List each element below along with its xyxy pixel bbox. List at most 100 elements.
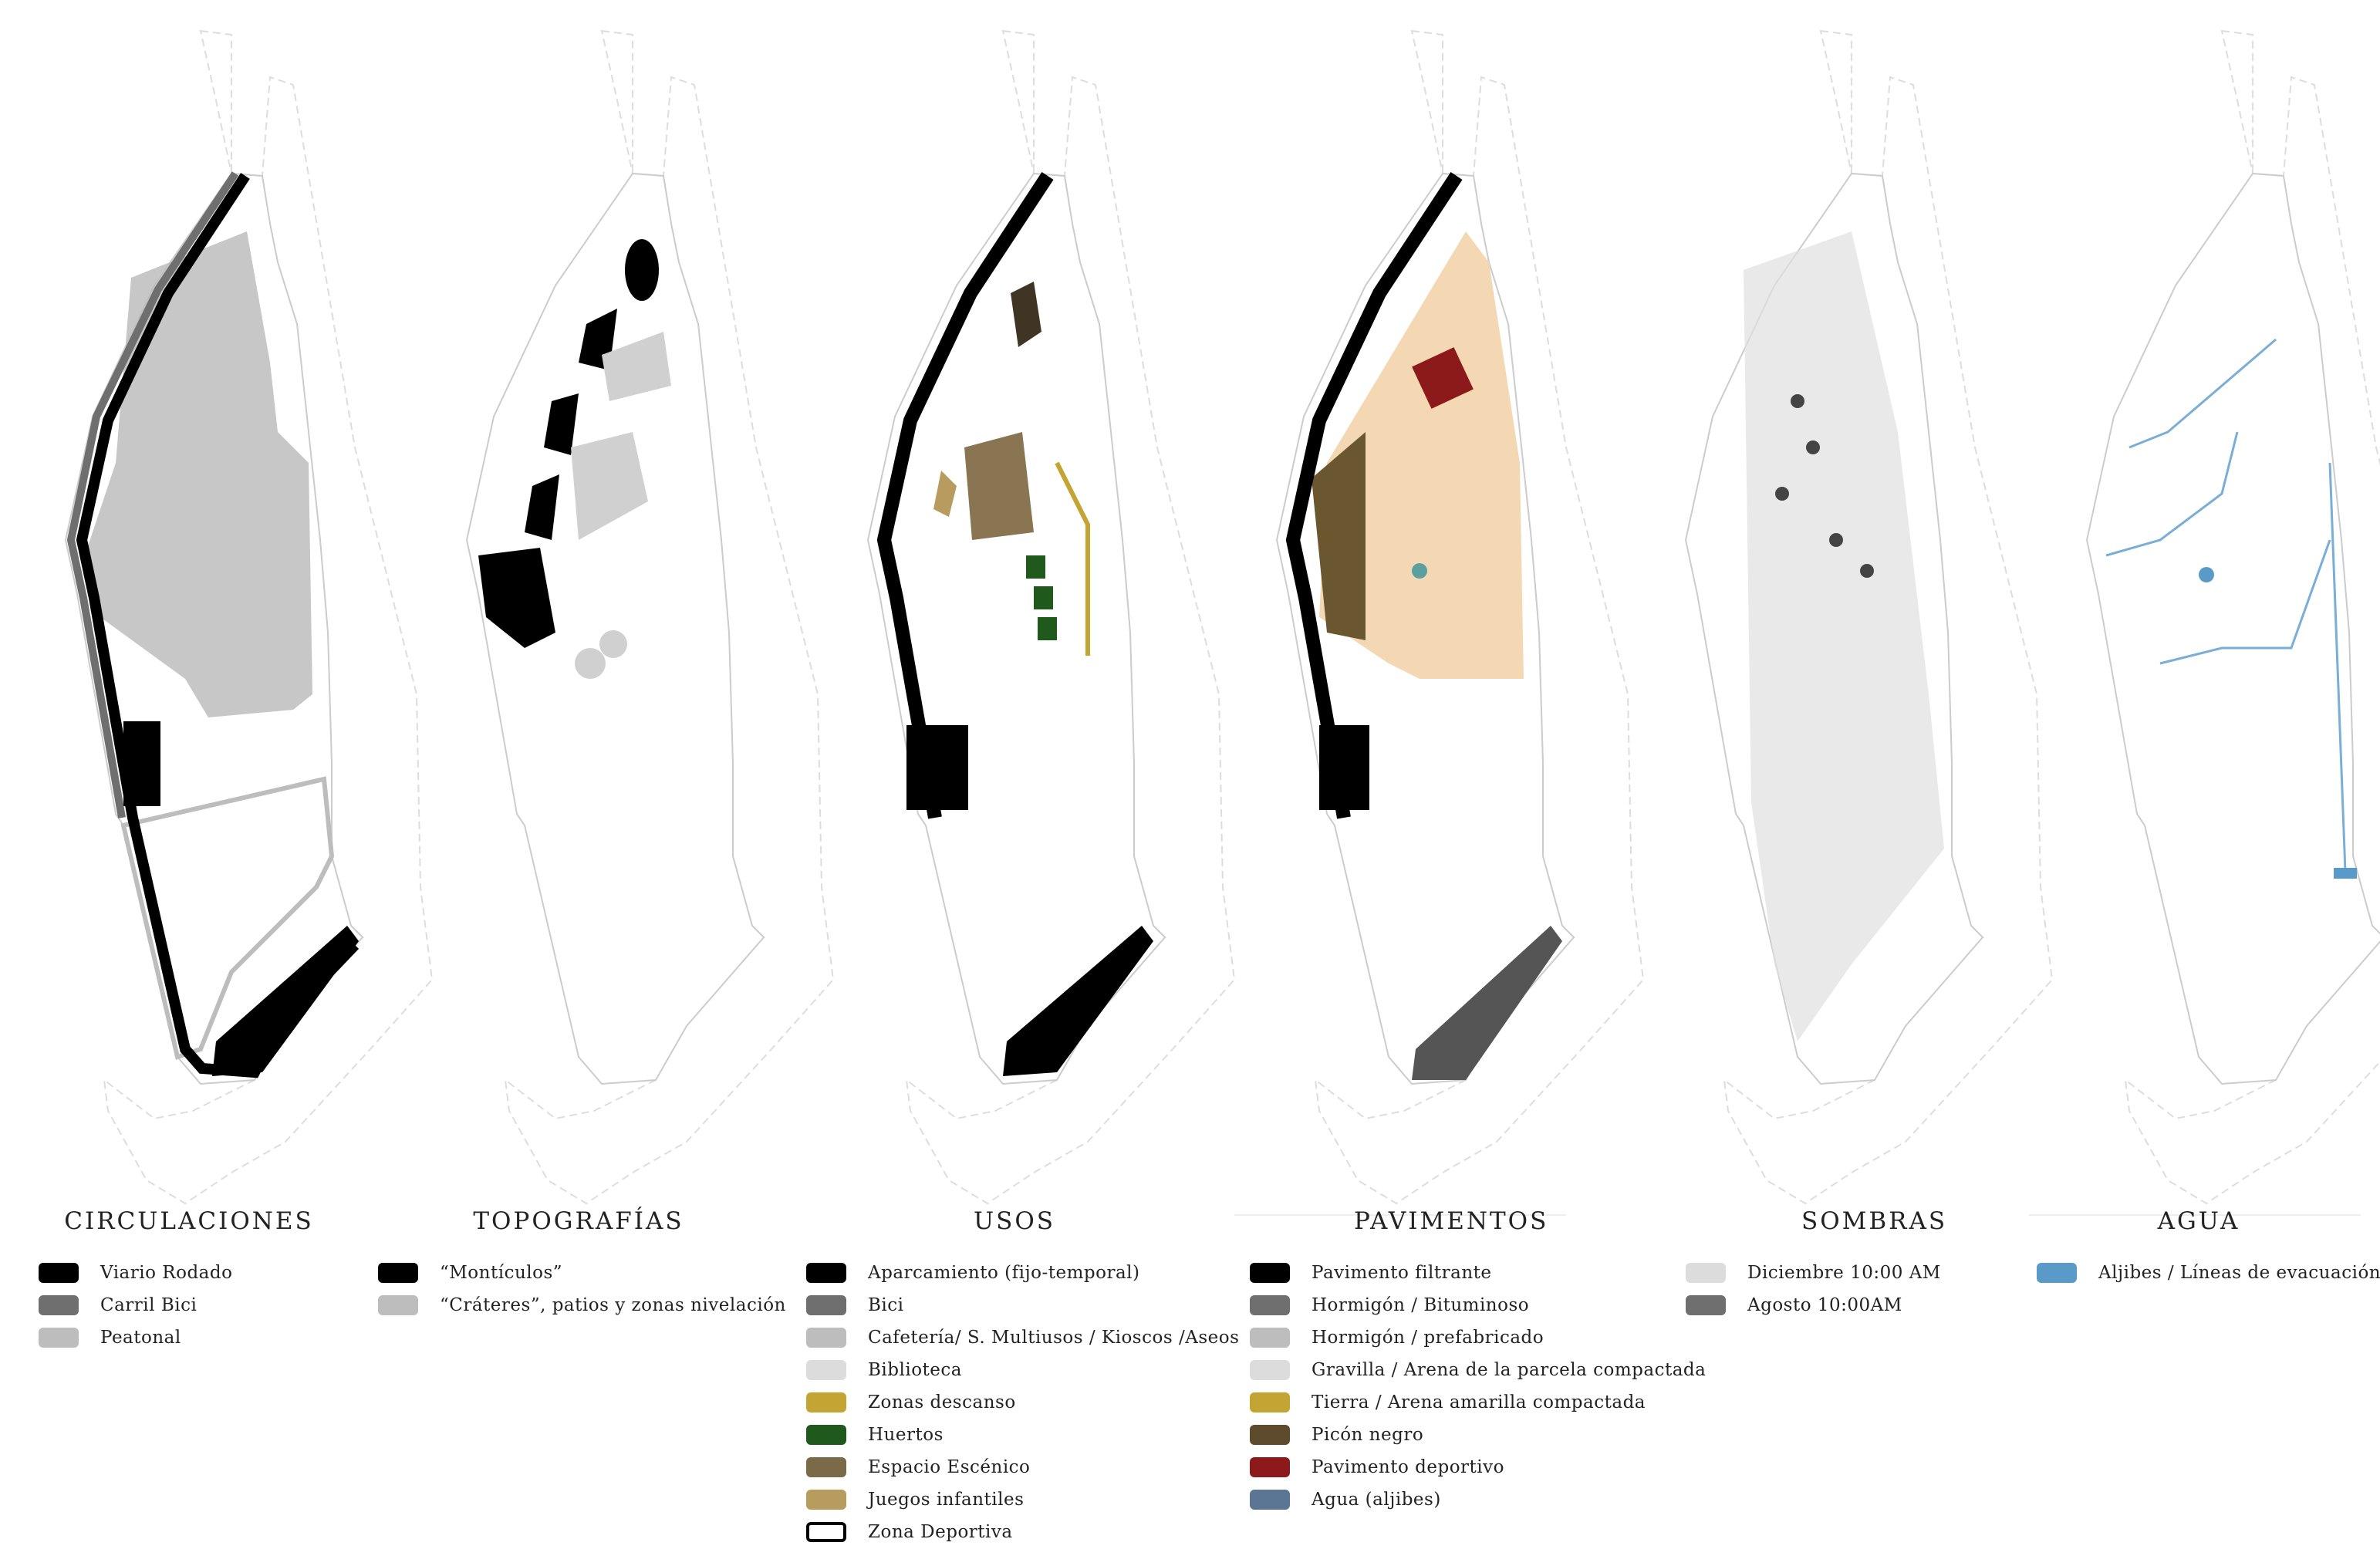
legend-circulaciones: CIRCULACIONES Viario Rodado Carril Bici … — [39, 1207, 339, 1354]
legend-item: Pavimento filtrante — [1250, 1257, 1713, 1289]
plan-sombras — [1685, 30, 2053, 1204]
legend-label: “Montículos” — [440, 1263, 563, 1283]
legend-item: Agosto 10:00AM — [1686, 1289, 1994, 1321]
legend-title: TOPOGRAFÍAS — [473, 1207, 684, 1235]
legend-swatch — [1250, 1457, 1290, 1477]
legend-item: Gravilla / Arena de la parcela compactad… — [1250, 1354, 1713, 1386]
legend-sombras: SOMBRAS Diciembre 10:00 AM Agosto 10:00A… — [1686, 1207, 1994, 1321]
legend-swatch — [1250, 1490, 1290, 1510]
mound — [625, 239, 659, 301]
legend-title: PAVIMENTOS — [1354, 1207, 1549, 1235]
legend-swatch — [1250, 1392, 1290, 1412]
legend-label: Tierra / Arena amarilla compactada — [1312, 1392, 1646, 1412]
legend-label: Gravilla / Arena de la parcela compactad… — [1312, 1360, 1707, 1380]
legend-label: Picón negro — [1312, 1425, 1424, 1445]
legend-swatch — [39, 1328, 79, 1348]
legend-label: Hormigón / prefabricado — [1312, 1328, 1544, 1348]
plan-agua — [2086, 30, 2380, 1204]
legend-label: Diciembre 10:00 AM — [1747, 1263, 1941, 1283]
legend-swatch — [1250, 1263, 1290, 1283]
cistern — [2334, 868, 2357, 879]
legend-swatch — [806, 1392, 846, 1412]
legend-swatch — [806, 1263, 846, 1283]
shadow-august — [1775, 487, 1789, 501]
water-cistern — [1412, 563, 1427, 579]
legend-label: Biblioteca — [868, 1360, 962, 1380]
sports-pavement — [1412, 347, 1474, 409]
legend-item: “Cráteres”, patios y zonas nivelación — [378, 1289, 785, 1321]
legend-item: Espacio Escénico — [806, 1451, 1223, 1483]
legend-label: Zona Deportiva — [868, 1522, 1013, 1542]
shadow-august — [1829, 533, 1843, 547]
legend-label: Agosto 10:00AM — [1747, 1295, 1902, 1315]
legend-swatch — [1250, 1295, 1290, 1315]
shadow-august — [1791, 394, 1804, 408]
legend-swatch — [1250, 1425, 1290, 1445]
legend-swatch — [806, 1490, 846, 1510]
legend-item: “Montículos” — [378, 1257, 779, 1289]
legend-label: Agua (aljibes) — [1312, 1490, 1441, 1510]
legend-item: Pavimento deportivo — [1250, 1451, 1713, 1483]
legend-item: Bici — [806, 1289, 1223, 1321]
bike-lane — [66, 171, 239, 818]
crater — [602, 332, 671, 401]
legend-swatch — [378, 1263, 418, 1283]
drain-line — [2328, 462, 2347, 872]
legend-swatch — [378, 1295, 418, 1315]
legend-label: Zonas descanso — [868, 1392, 1016, 1412]
legend-item: Aparcamiento (fijo-temporal) — [806, 1257, 1223, 1289]
mound — [478, 548, 555, 648]
legend-label: Aljibes / Líneas de evacuación — [2098, 1263, 2380, 1283]
legend-swatch — [1250, 1328, 1290, 1348]
legend-title: SOMBRAS — [1801, 1207, 1948, 1235]
shadow-december — [1744, 231, 1944, 1041]
legend-swatch — [39, 1263, 79, 1283]
filter-pavement — [1285, 172, 1463, 819]
parking-strip — [876, 172, 1054, 819]
legend-swatch — [806, 1328, 846, 1348]
road-end — [212, 926, 359, 1076]
legend-item: Zona Deportiva — [806, 1516, 1223, 1548]
legend-label: Peatonal — [100, 1328, 181, 1348]
road-parking — [123, 721, 160, 806]
legend-item: Biblioteca — [806, 1354, 1223, 1386]
legend-swatch — [806, 1295, 846, 1315]
legend-swatch — [2037, 1263, 2077, 1283]
crater — [571, 432, 648, 540]
legend-title: AGUA — [2157, 1207, 2240, 1235]
legend-label: Cafetería/ S. Multiusos / Kioscos /Aseos — [868, 1328, 1240, 1348]
legend-swatch — [806, 1522, 846, 1542]
legend-item: Peatonal — [39, 1321, 339, 1354]
children-games — [933, 471, 957, 517]
legend-label: Bici — [868, 1295, 904, 1315]
legend-label: Viario Rodado — [100, 1263, 233, 1283]
legend-item: Hormigón / Bituminoso — [1250, 1289, 1713, 1321]
legend-title: CIRCULACIONES — [64, 1207, 314, 1235]
legend-label: Espacio Escénico — [868, 1457, 1031, 1477]
garden — [1026, 555, 1045, 579]
bituminous-area — [1412, 926, 1562, 1080]
legend-swatch — [1250, 1360, 1290, 1380]
legend-swatch — [39, 1295, 79, 1315]
legend-swatch — [806, 1360, 846, 1380]
parking-block — [906, 725, 968, 810]
legend-item: Juegos infantiles — [806, 1483, 1223, 1516]
parking-end — [1003, 926, 1153, 1076]
legend-label: Carril Bici — [100, 1295, 197, 1315]
drain-line — [2159, 539, 2331, 665]
legend-label: Pavimento deportivo — [1312, 1457, 1504, 1477]
plan-usos — [867, 30, 1235, 1204]
legend-usos: USOS Aparcamiento (fijo-temporal) Bici C… — [806, 1207, 1239, 1548]
legend-label: Huertos — [868, 1425, 944, 1445]
legend-item: Cafetería/ S. Multiusos / Kioscos /Aseos — [806, 1321, 1239, 1354]
crater — [575, 648, 606, 679]
filter-block — [1319, 725, 1369, 810]
picon-area — [1312, 432, 1366, 640]
legend-item: Viario Rodado — [39, 1257, 339, 1289]
rest-zone — [1055, 461, 1090, 656]
legend-item: Huertos — [806, 1419, 1223, 1451]
drain-line — [2105, 431, 2239, 557]
plan-topografias — [466, 30, 834, 1204]
